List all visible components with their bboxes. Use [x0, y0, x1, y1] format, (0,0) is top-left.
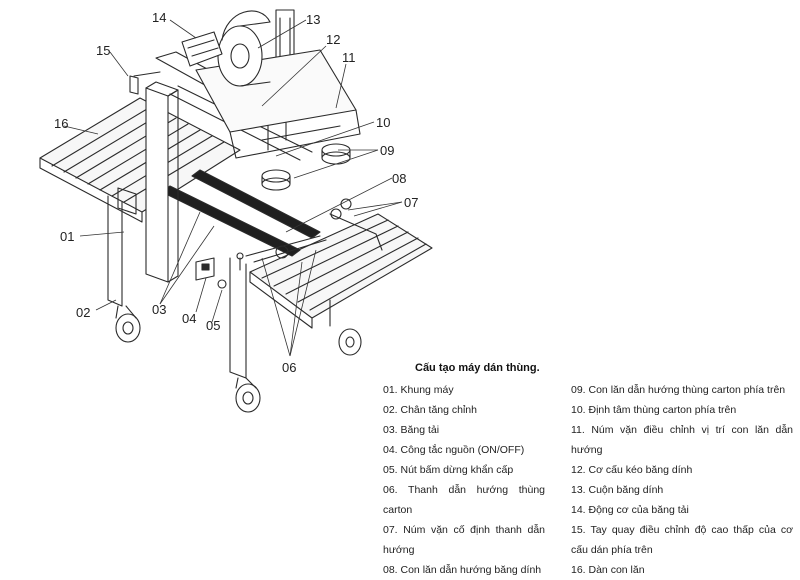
legend-item-11: 11. Núm vặn điều chỉnh vị trí con lăn dẫ…	[571, 424, 793, 456]
callout-11: 11	[342, 50, 356, 65]
callout-10: 10	[376, 115, 390, 130]
tape-roll	[217, 10, 271, 87]
callout-labels: 01 02 03 04 05 06 07 08 09 10 11 12 13 1…	[54, 10, 418, 375]
callout-06: 06	[282, 360, 296, 375]
machine-illustration: 01 02 03 04 05 06 07 08 09 10 11 12 13 1…	[39, 9, 433, 413]
legend-item-01: 01. Khung máy	[383, 384, 454, 396]
callout-07: 07	[404, 195, 418, 210]
legend-item-12: 12. Cơ cấu kéo băng dính	[571, 464, 693, 476]
callout-leaders	[63, 19, 403, 357]
top-guide-rollers	[261, 143, 351, 191]
legend-item-03: 03. Băng tải	[383, 424, 440, 436]
callout-14: 14	[152, 10, 166, 25]
legend-item-16: 16. Dàn con lăn	[571, 564, 645, 576]
legend-title: Cấu tạo máy dán thùng.	[415, 362, 540, 374]
legend-item-05: 05. Nút bấm dừng khẩn cấp	[383, 464, 514, 476]
machine-legs	[107, 187, 331, 379]
belt-motor	[181, 31, 223, 67]
height-crank	[129, 71, 161, 95]
legend-item-15: 15. Tay quay điều chỉnh độ cao thấp của …	[571, 524, 793, 556]
callout-16: 16	[54, 116, 68, 131]
legend-item-10: 10. Định tâm thùng carton phía trên	[571, 404, 737, 416]
legend-item-09: 09. Con lăn dẫn hướng thùng carton phía …	[571, 384, 786, 396]
legend-item-06: 06. Thanh dẫn hướng thùng carton	[383, 484, 545, 516]
legend-left-column: 01. Khung máy 02. Chân tăng chỉnh 03. Bă…	[383, 380, 545, 580]
callout-08: 08	[392, 171, 406, 186]
legend-item-14: 14. Động cơ của băng tải	[571, 504, 689, 516]
callout-03: 03	[152, 302, 166, 317]
legend-item-08: 08. Con lăn dẫn hướng băng dính	[383, 564, 542, 576]
legend-item-07: 07. Núm vặn cố định thanh dẫn hướng	[383, 524, 545, 556]
control-box	[195, 252, 244, 289]
caster-wheels	[115, 305, 362, 413]
legend-right-column: 09. Con lăn dẫn hướng thùng carton phía …	[571, 380, 793, 580]
callout-09: 09	[380, 143, 394, 158]
callout-01: 01	[60, 229, 74, 244]
legend-item-13: 13. Cuộn băng dính	[571, 484, 664, 496]
carton-guides	[245, 198, 383, 263]
callout-15: 15	[96, 43, 110, 58]
legend-item-02: 02. Chân tăng chỉnh	[383, 404, 477, 416]
callout-05: 05	[206, 318, 220, 333]
legend-item-04: 04. Công tắc nguồn (ON/OFF)	[383, 444, 525, 456]
callout-13: 13	[306, 12, 320, 27]
infeed-roller-table	[39, 97, 241, 223]
callout-12: 12	[326, 32, 340, 47]
callout-04: 04	[182, 311, 196, 326]
callout-02: 02	[76, 305, 90, 320]
